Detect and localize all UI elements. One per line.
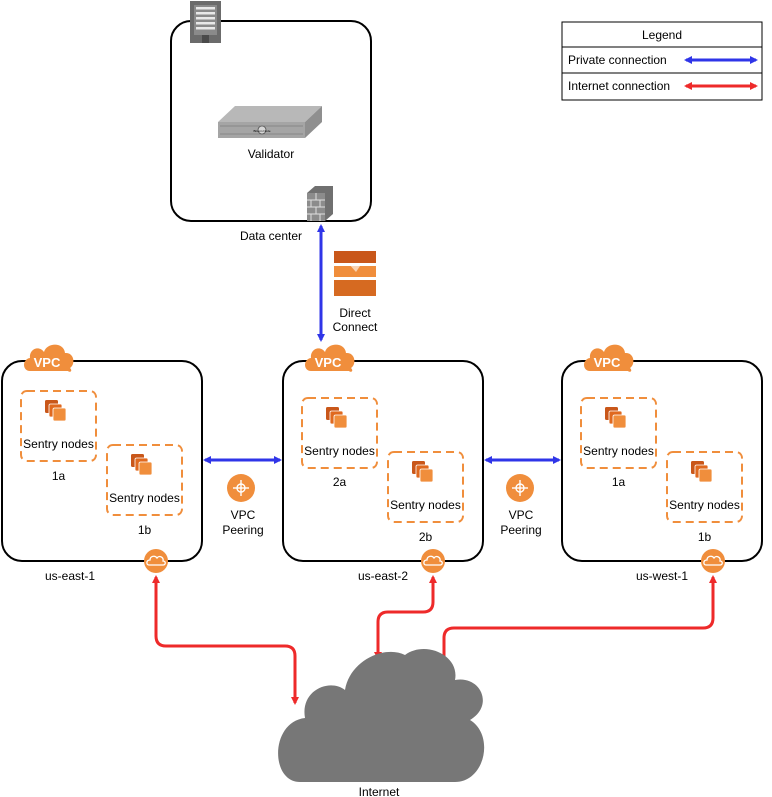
internet-label: Internet [359,785,400,797]
vpc-peering-label-1: VPC [509,508,534,522]
direct-connect-label-2: Connect [333,320,378,334]
region-name: us-east-1 [45,569,95,583]
internet-gateway-icon [420,548,446,574]
vpc-badge-label: VPC [34,355,61,370]
sentry-nodes-label: Sentry nodes [109,491,180,505]
sentry-nodes-label: Sentry nodes [390,498,461,512]
vpc-peering-icon [506,474,534,502]
internet-link-us-east-1 [152,575,299,705]
zone-label: 1b [138,523,152,537]
internet-cloud-icon [278,649,485,782]
legend-private-label: Private connection [568,53,667,67]
vpc-badge-label: VPC [315,355,342,370]
building-icon [190,1,221,43]
region-us-west-1: VPC Sentry nodes 1a Sentry nodes 1b us-w… [561,344,763,583]
validator-label: Validator [248,147,294,161]
sentry-nodes-label: Sentry nodes [669,498,740,512]
zone-label: 1a [52,469,66,483]
region-name: us-east-2 [358,569,408,583]
region-name: us-west-1 [636,569,688,583]
vpc-peering-label-1: VPC [231,508,256,522]
availability-zone [301,397,378,469]
internet-link-us-west-1 [440,575,717,674]
availability-zone [580,397,657,469]
availability-zone [20,390,97,462]
vpc-peering-label-2: Peering [500,523,541,537]
legend-internet-label: Internet connection [568,79,670,93]
datacenter-label: Data center [240,229,302,243]
firewall-icon [307,186,333,221]
zone-label: 2b [419,530,433,544]
internet-gateway-icon [143,548,169,574]
vpc-peering-icon [227,474,255,502]
direct-connect-label-1: Direct [339,306,371,320]
direct-connect-icon [334,251,376,296]
zone-label: 2a [333,475,347,489]
legend-title: Legend [642,28,682,42]
sentry-nodes-label: Sentry nodes [23,437,94,451]
zone-label: 1b [698,530,712,544]
zone-label: 1a [612,475,626,489]
vpc-peering-label-2: Peering [222,523,263,537]
vpc-badge-label: VPC [594,355,621,370]
availability-zone [666,451,743,523]
availability-zone [106,444,183,516]
internet-gateway-icon [700,548,726,574]
region-us-east-2: VPC Sentry nodes 2a Sentry nodes 2b us-e… [282,344,484,583]
region-us-east-1: VPC Sentry nodes 1a Sentry nodes 1b us-e… [1,344,203,583]
sentry-nodes-label: Sentry nodes [583,444,654,458]
legend: Legend Private connection Internet conne… [561,21,763,101]
availability-zone [387,451,464,523]
internet-link-us-east-2 [374,575,437,660]
sentry-nodes-label: Sentry nodes [304,444,375,458]
server-brand: Bitcoin Node [253,129,270,133]
server-icon: Bitcoin Node [218,106,322,138]
datacenter: Bitcoin Node Validator Data center [170,1,372,243]
